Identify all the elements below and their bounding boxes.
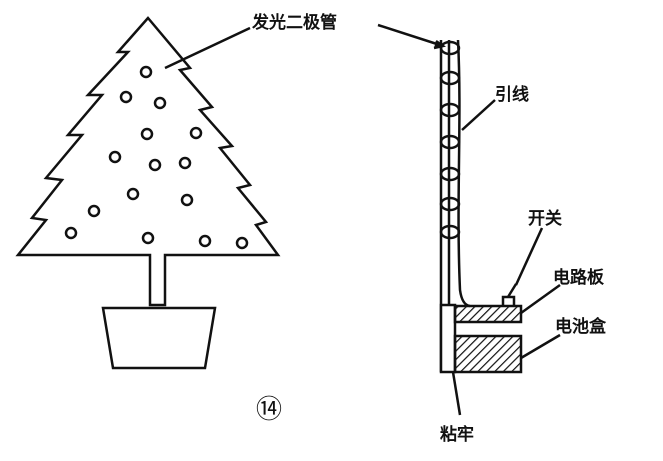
mount-block	[439, 303, 457, 374]
circuit-board	[453, 304, 523, 324]
label-switch: 开关	[528, 208, 562, 229]
lead-wire	[456, 39, 471, 308]
side-leds	[439, 40, 461, 240]
tree-outline	[15, 16, 281, 307]
flower-pot	[101, 306, 217, 370]
christmas-tree	[15, 16, 281, 370]
figure-number: ⑭	[256, 395, 282, 425]
label-led: 发光二极管	[251, 12, 337, 33]
switch	[501, 283, 518, 306]
side-view	[164, 23, 561, 416]
label-lead-wire: 引线	[495, 84, 529, 105]
battery-box	[453, 334, 523, 374]
label-glue: 粘牢	[440, 424, 474, 445]
label-battery-box: 电池盒	[555, 316, 607, 337]
tree-leds	[64, 65, 249, 250]
label-circuit-board: 电路板	[553, 267, 605, 288]
